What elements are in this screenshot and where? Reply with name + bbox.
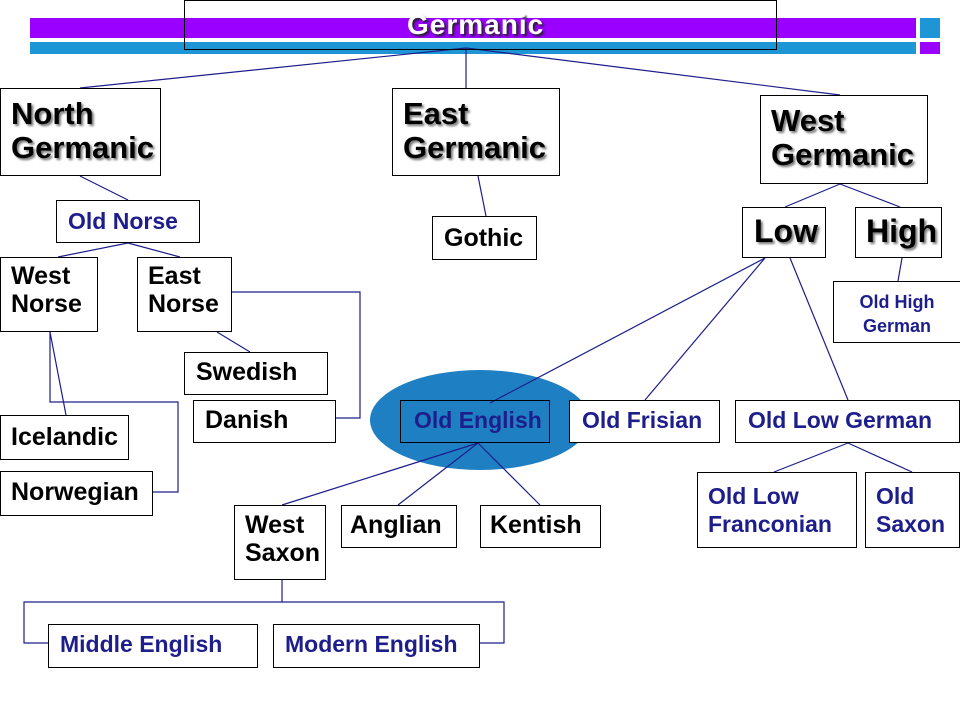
old-english-node: Old English xyxy=(400,400,550,443)
swedish-node: Swedish xyxy=(184,352,328,395)
icelandic-node: Icelandic xyxy=(0,415,129,460)
old-high-german-line1: Old High xyxy=(859,292,935,312)
danish-node: Danish xyxy=(193,400,336,443)
east-germanic-line1: East xyxy=(403,96,469,131)
danish-label: Danish xyxy=(205,406,289,434)
old-norse-node: Old Norse xyxy=(56,200,200,243)
banner-cyan-square xyxy=(920,18,940,38)
west-norse-node: West Norse xyxy=(0,257,98,332)
germanic-root-box: Germanic xyxy=(184,0,777,50)
west-saxon-node: West Saxon xyxy=(234,505,326,580)
old-low-franconian-node: Old Low Franconian xyxy=(697,472,857,548)
east-norse-line2: Norse xyxy=(148,289,219,318)
modern-english-node: Modern English xyxy=(273,624,480,668)
banner-purple-bar xyxy=(30,18,916,38)
north-germanic-line1: North xyxy=(11,96,94,131)
low-label: Low xyxy=(754,213,818,249)
low-node: Low xyxy=(742,207,826,258)
germanic-root-label: Germanic xyxy=(407,9,545,40)
east-germanic-node: East Germanic xyxy=(392,88,560,176)
old-norse-label: Old Norse xyxy=(68,208,178,234)
high-label: High xyxy=(866,213,938,249)
anglian-node: Anglian xyxy=(341,505,457,548)
old-high-german-line2: German xyxy=(862,316,932,337)
kentish-node: Kentish xyxy=(480,505,601,548)
old-low-german-node: Old Low German xyxy=(735,400,960,443)
west-norse-line1: West xyxy=(11,262,71,290)
west-germanic-line1: West xyxy=(771,103,845,138)
north-germanic-node: North Germanic xyxy=(0,88,161,176)
high-node: High xyxy=(855,207,942,258)
old-low-german-label: Old Low German xyxy=(748,407,933,433)
east-norse-node: East Norse xyxy=(137,257,232,332)
old-low-franconian-line1: Old Low xyxy=(708,483,799,509)
west-saxon-line2: Saxon xyxy=(245,538,321,567)
gothic-node: Gothic xyxy=(432,216,537,260)
north-germanic-line2: Germanic xyxy=(11,130,155,166)
norwegian-node: Norwegian xyxy=(0,471,153,516)
old-frisian-label: Old Frisian xyxy=(582,407,703,433)
kentish-label: Kentish xyxy=(490,511,582,539)
old-saxon-line1: Old xyxy=(876,483,915,509)
west-norse-line2: Norse xyxy=(11,289,82,318)
norwegian-label: Norwegian xyxy=(11,478,139,506)
middle-english-label: Middle English xyxy=(60,631,223,657)
west-germanic-node: West Germanic xyxy=(760,95,928,184)
old-saxon-line2: Saxon xyxy=(876,510,946,537)
old-high-german-node: Old High German xyxy=(833,281,960,343)
anglian-label: Anglian xyxy=(350,511,442,539)
old-english-highlight xyxy=(370,370,590,470)
icelandic-label: Icelandic xyxy=(11,423,118,451)
banner-cyan-bar xyxy=(30,42,916,54)
east-norse-line1: East xyxy=(148,262,201,290)
old-english-label: Old English xyxy=(414,407,542,433)
west-saxon-line1: West xyxy=(245,511,305,539)
swedish-label: Swedish xyxy=(196,358,298,386)
east-germanic-line2: Germanic xyxy=(403,130,547,166)
old-saxon-node: Old Saxon xyxy=(865,472,960,548)
middle-english-node: Middle English xyxy=(48,624,258,668)
modern-english-label: Modern English xyxy=(285,631,458,657)
old-frisian-node: Old Frisian xyxy=(569,400,720,443)
west-germanic-line2: Germanic xyxy=(771,137,915,173)
gothic-label: Gothic xyxy=(444,224,524,252)
banner-purple-square xyxy=(920,42,940,54)
old-low-franconian-line2: Franconian xyxy=(708,510,832,537)
